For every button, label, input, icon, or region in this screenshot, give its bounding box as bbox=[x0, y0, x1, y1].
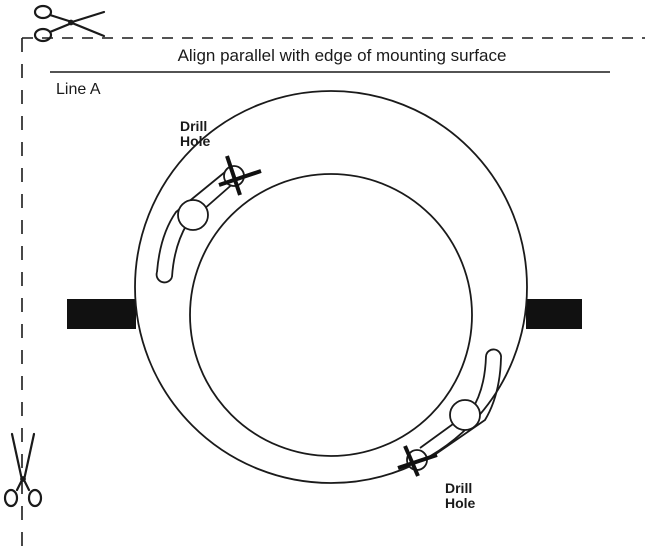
drill-hole-label-bottom-line1: Drill bbox=[445, 480, 472, 496]
scissors-icon-left bbox=[3, 432, 43, 508]
drill-hole-label-top-line1: Drill bbox=[180, 118, 207, 134]
ring-inner bbox=[189, 173, 473, 457]
bracket-right bbox=[526, 299, 582, 329]
bracket-left bbox=[67, 299, 136, 329]
alignment-instruction: Align parallel with edge of mounting sur… bbox=[178, 46, 507, 65]
drill-mark-top-icon bbox=[218, 155, 262, 196]
scissors-icon-top bbox=[33, 4, 106, 43]
drill-hole-label-bottom-line2: Hole bbox=[445, 495, 476, 511]
drill-mark-bottom-icon bbox=[397, 445, 438, 477]
drill-hole-label-top-line2: Hole bbox=[180, 133, 211, 149]
line-a-label: Line A bbox=[56, 81, 101, 98]
